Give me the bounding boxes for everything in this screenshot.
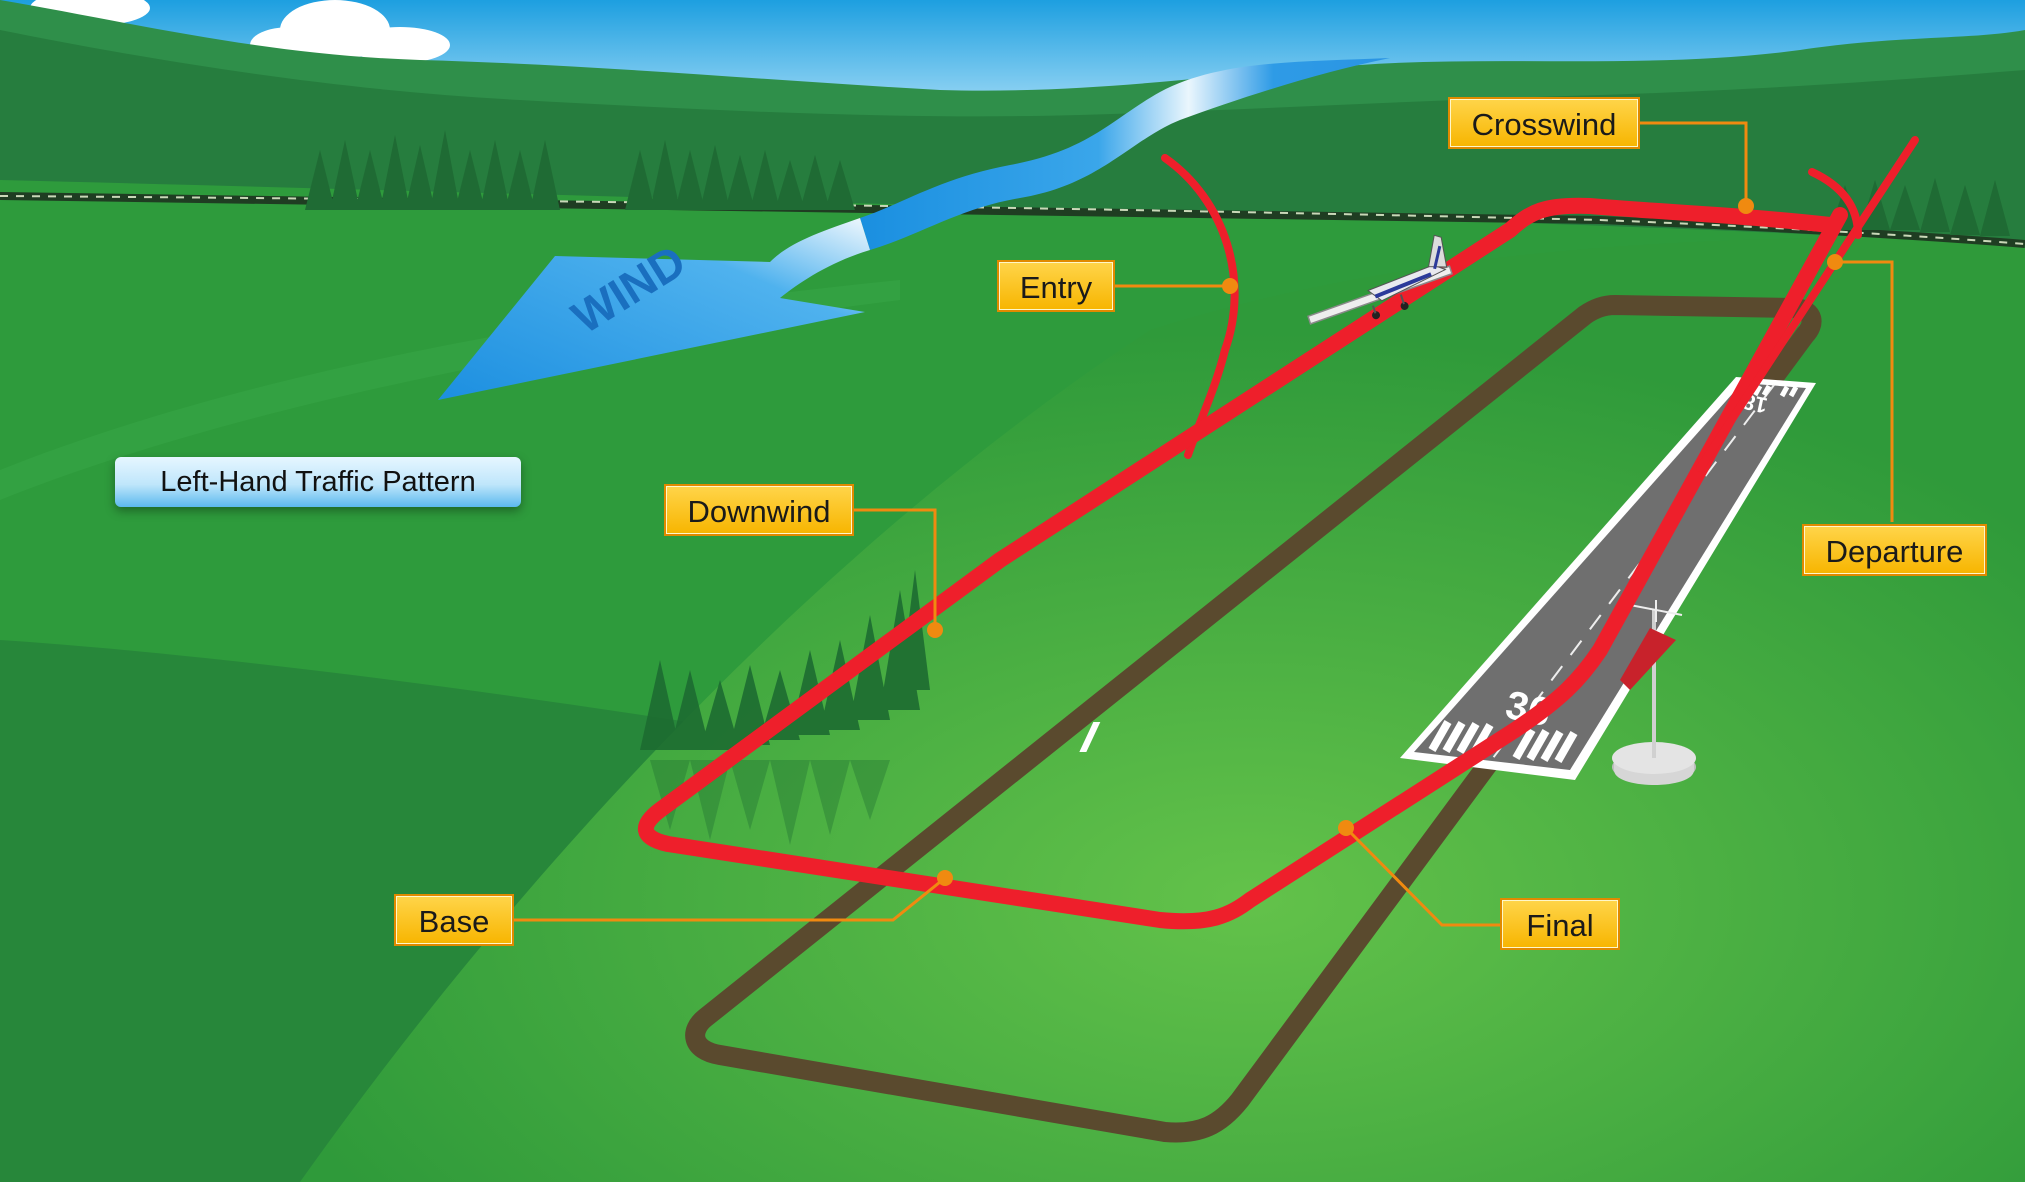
label-crosswind: Crosswind [1448, 97, 1640, 149]
leader-base [513, 876, 946, 922]
ground-left-band [0, 280, 900, 500]
label-departure: Departure [1802, 524, 1987, 576]
departure-path [1696, 136, 1919, 472]
diagram-title: Left-Hand Traffic Pattern [115, 457, 521, 507]
label-entry: Entry [997, 260, 1115, 312]
label-downwind: Downwind [664, 484, 854, 536]
leader-departure [1835, 260, 1894, 522]
entry-path [1161, 154, 1239, 459]
dot-base [937, 870, 953, 886]
leader-dots [927, 198, 1843, 886]
airplane [1307, 234, 1453, 325]
distant-trees [305, 130, 2010, 236]
label-base: Base [394, 894, 514, 946]
dot-entry [1222, 278, 1238, 294]
forest-patch [640, 570, 930, 750]
dot-departure [1827, 254, 1843, 270]
ground-track [685, 295, 1822, 1143]
label-final: Final [1500, 898, 1620, 950]
pattern-circuit [638, 197, 1848, 930]
dot-crosswind [1738, 198, 1754, 214]
leader-crosswind [1640, 121, 1748, 206]
dot-downwind [927, 622, 943, 638]
leader-downwind [853, 508, 937, 630]
traffic-pattern-path [638, 136, 1919, 930]
windsock [1612, 600, 1696, 785]
leader-lines [513, 121, 1894, 927]
crosswind-turn [1808, 168, 1862, 239]
dot-final [1338, 820, 1354, 836]
threshold-bars-far [1752, 384, 1799, 398]
runway: 36 18 [1079, 377, 1816, 780]
leader-final [1344, 826, 1500, 927]
threshold-bars-near [1428, 720, 1578, 763]
